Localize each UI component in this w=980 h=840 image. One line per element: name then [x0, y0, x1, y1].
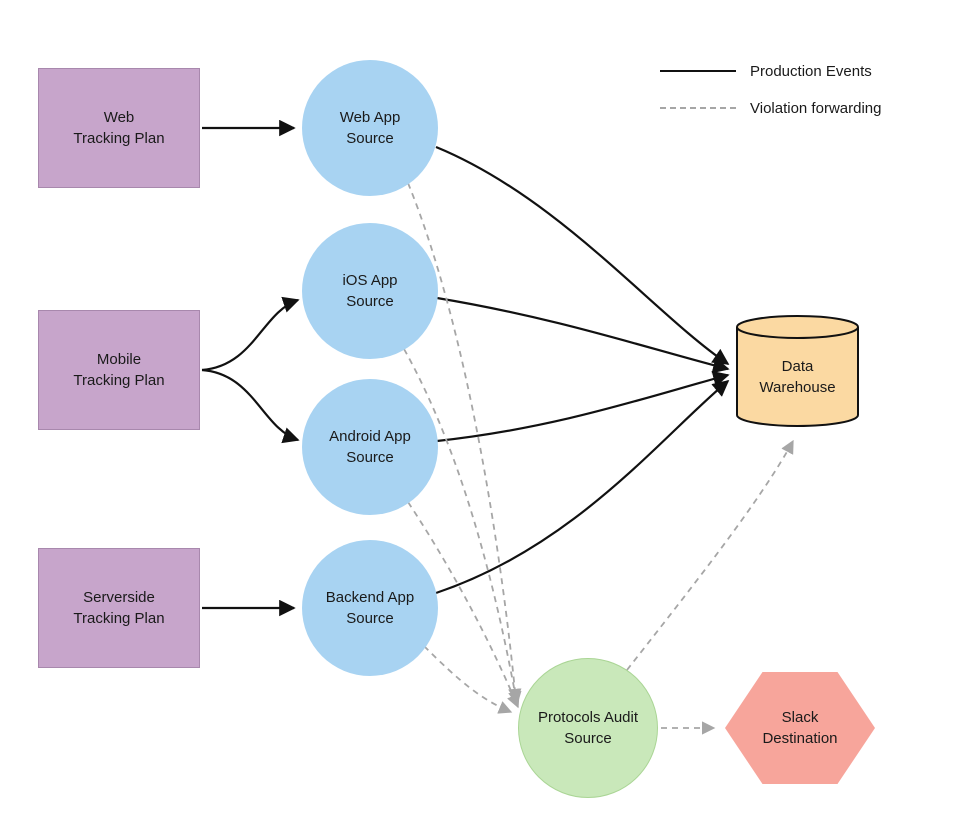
node-ios-app-source: iOS App Source	[302, 223, 438, 359]
label-line: Android App	[329, 428, 411, 445]
edge-ios-source-to-audit	[403, 348, 522, 706]
protocols-audit-source-label: Protocols Audit Source	[538, 707, 638, 749]
legend-item-production-events: Production Events	[660, 60, 881, 82]
label-line: Backend App	[325, 589, 415, 606]
edge-web-source-to-warehouse	[435, 145, 730, 365]
web-app-source-label: Web App Source	[340, 107, 401, 149]
legend: Production Events Violation forwarding	[660, 60, 881, 134]
production-edges	[201, 119, 730, 617]
cylinder-top	[736, 315, 859, 339]
node-serverside-tracking-plan: Serverside Tracking Plan	[38, 548, 200, 668]
cylinder-shape	[736, 315, 859, 427]
violation-edges	[403, 182, 794, 735]
label-line: Mobile	[96, 351, 142, 368]
edge-ios-source-to-warehouse	[436, 296, 730, 374]
data-warehouse-label: Data Warehouse	[759, 356, 835, 398]
web-tracking-plan-label: Web Tracking Plan	[73, 107, 164, 149]
edge-backend-source-to-warehouse	[435, 379, 730, 595]
label-line: Destination	[762, 730, 838, 747]
node-protocols-audit-source: Protocols Audit Source	[518, 658, 658, 798]
label-line: iOS App	[342, 272, 398, 289]
label-line: Warehouse	[759, 379, 836, 396]
label-line: Source	[346, 293, 394, 310]
label-line: Source	[346, 130, 394, 147]
label-line: Tracking Plan	[73, 610, 165, 627]
edge-backend-source-to-audit	[423, 645, 513, 714]
label-line: Protocols Audit	[537, 709, 639, 726]
label-line: Source	[346, 610, 394, 627]
node-android-app-source: Android App Source	[302, 379, 438, 515]
edge-mobile-plan-to-android-source	[201, 368, 300, 444]
node-mobile-tracking-plan: Mobile Tracking Plan	[38, 310, 200, 430]
cylinder-body	[736, 327, 859, 427]
node-web-tracking-plan: Web Tracking Plan	[38, 68, 200, 188]
legend-label: Production Events	[750, 62, 872, 80]
slack-destination-label: Slack Destination	[762, 707, 837, 749]
edge-android-source-to-warehouse	[436, 370, 730, 443]
edge-web-source-to-audit	[407, 182, 522, 703]
legend-label: Violation forwarding	[750, 99, 882, 117]
edge-mobile-plan-to-ios-source	[201, 296, 300, 372]
edge-audit-to-warehouse	[626, 439, 794, 671]
dashed-line-sample	[660, 107, 736, 109]
legend-item-violation-forwarding: Violation forwarding	[660, 97, 881, 119]
label-line: Tracking Plan	[73, 130, 165, 147]
serverside-tracking-plan-label: Serverside Tracking Plan	[73, 587, 164, 629]
node-web-app-source: Web App Source	[302, 60, 438, 196]
android-app-source-label: Android App Source	[329, 426, 411, 468]
label-line: Source	[346, 449, 394, 466]
label-line: Data	[781, 358, 814, 375]
label-line: Web	[103, 109, 135, 126]
solid-line-sample	[660, 70, 736, 72]
mobile-tracking-plan-label: Mobile Tracking Plan	[73, 349, 164, 391]
edge-android-source-to-audit	[407, 501, 520, 709]
backend-app-source-label: Backend App Source	[326, 587, 414, 629]
node-data-warehouse: Data Warehouse	[735, 313, 860, 431]
node-slack-destination: Slack Destination	[725, 672, 875, 784]
node-backend-app-source: Backend App Source	[302, 540, 438, 676]
label-line: Serverside	[83, 589, 155, 606]
label-line: Slack	[781, 709, 819, 726]
label-line: Web App	[339, 109, 401, 126]
label-line: Source	[564, 730, 612, 747]
label-line: Tracking Plan	[73, 372, 165, 389]
ios-app-source-label: iOS App Source	[342, 270, 397, 312]
